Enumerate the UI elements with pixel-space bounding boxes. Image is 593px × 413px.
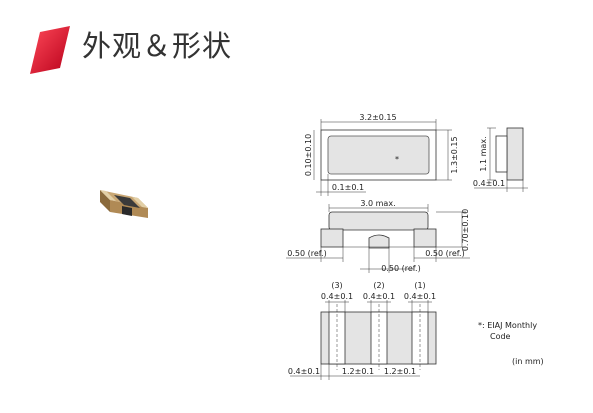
top-height-dim: 1.3±0.15	[450, 136, 459, 173]
side-height-dim: 1.1 max.	[479, 136, 488, 171]
pitch-dim-1: 1.2±0.1	[342, 367, 374, 376]
front-left-ref: 0.50 (ref.)	[287, 249, 326, 258]
pin-width-1: 0.4±0.1	[404, 292, 436, 301]
top-width-dim: 3.2±0.15	[359, 113, 396, 122]
note-line-2: Code	[490, 332, 511, 341]
pin-width-3: 0.4±0.1	[321, 292, 353, 301]
note-line-1: *: EIAJ Monthly	[478, 321, 537, 330]
pin-width-2: 0.4±0.1	[363, 292, 395, 301]
pin-number-3: (3)	[331, 281, 342, 290]
front-height-dim: 0.70±0.10	[461, 209, 470, 251]
front-view: 3.0 max. 0.70±0.10 0.50 (ref.) 0.50 (ref…	[286, 199, 470, 273]
front-length-dim: 3.0 max.	[360, 199, 395, 208]
bottom-edge-dim: 0.4±0.1	[288, 367, 320, 376]
pin-number-2: (2)	[373, 281, 384, 290]
side-view: 1.1 max. 0.4±0.1	[473, 127, 528, 192]
component-photo	[100, 190, 148, 218]
top-view: 3.2±0.15 * 1.3±0.15 0.10±0.10 0.1±0.1	[304, 113, 459, 196]
front-center-ref: 0.50 (ref.)	[381, 264, 420, 273]
page-title: 外观＆形状	[82, 29, 233, 63]
side-bottom-dim: 0.4±0.1	[473, 179, 505, 188]
pin-number-1: (1)	[414, 281, 425, 290]
pitch-dim-2: 1.2±0.1	[384, 367, 416, 376]
top-marking: *	[395, 155, 399, 164]
unit-note: (in mm)	[512, 357, 544, 366]
top-bottom-dim: 0.1±0.1	[332, 183, 364, 192]
title-accent-mark	[30, 26, 70, 74]
bottom-view: (3) (2) (1) 0.4±0.1 0.4±0.1 0.4±0.1 0.4±…	[288, 281, 437, 380]
front-right-ref: 0.50 (ref.)	[425, 249, 464, 258]
top-left-dim: 0.10±0.10	[304, 134, 313, 176]
